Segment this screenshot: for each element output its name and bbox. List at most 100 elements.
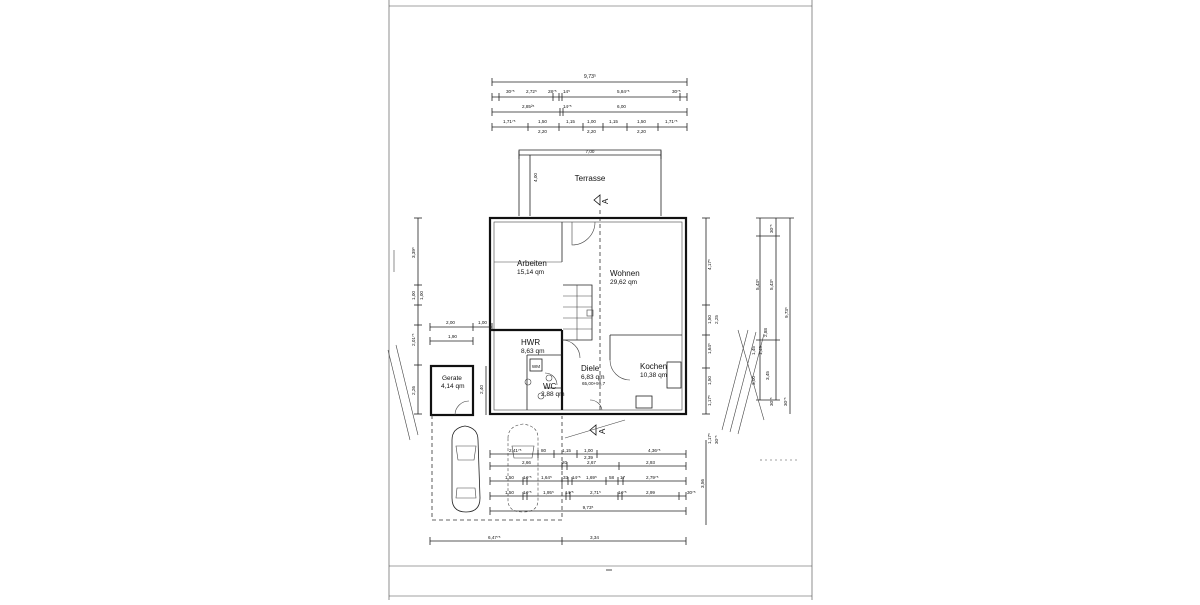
bottom-dimension-chains: 2,41⁷⁵ 80 1,15 1,00 4,36⁷⁵ 2,66 20 2,67 … <box>429 440 800 545</box>
dim-site-0: 6,47⁷⁵ <box>488 535 501 540</box>
wm-label: WM <box>532 364 540 369</box>
terrace-width: 7,00 <box>586 149 595 154</box>
section-marker-bottom-label: A <box>598 428 607 434</box>
dim-top-r3-1: 1,50 <box>538 119 547 124</box>
dim-bottom-r3-6: 58 <box>609 475 615 480</box>
dim-bottom-r4-6: 2,99 <box>646 490 655 495</box>
dim-left-1: 1,00 <box>411 291 416 300</box>
room-geraete-area: 4,14 qm <box>441 383 465 390</box>
dim-right-outer-7: 3,45 <box>765 371 770 380</box>
dim-bottom-r4-2: 1,95⁵ <box>543 490 554 495</box>
dim-bottom-side: 3,56 <box>700 479 705 488</box>
dim-bottom-r4-3: 14⁷⁵ <box>565 490 574 495</box>
dim-top-r2-0: 2,85²⁵ <box>522 104 534 109</box>
dim-left-4: 2,26 <box>411 386 416 395</box>
room-wohnen-area: 29,62 qm <box>610 279 637 286</box>
section-marker-bottom: A <box>564 419 626 439</box>
dim-left-2: 1,00 <box>419 291 424 300</box>
room-geraete-name: Gerate <box>442 375 462 382</box>
dim-top-r3-5: 1,50 <box>637 119 646 124</box>
dim-bottom-r4-1: 14⁷⁵ <box>523 490 532 495</box>
dim-bottom-r2-4: 2,93 <box>646 460 655 465</box>
dim-right-outer-1: 5,43⁵ <box>755 279 760 290</box>
room-hwr-area: 8,63 qm <box>521 348 545 355</box>
dim-right-outer-2: 5,43⁵ <box>769 279 774 290</box>
room-diele-note: 65,00+99,7 <box>582 381 606 386</box>
room-labels: Arbeiten 15,14 qm Wohnen 29,62 qm HWR 8,… <box>517 259 667 398</box>
dim-right-6: 1,17⁵ <box>707 433 712 444</box>
dim-top-r1-4: 5,84⁷⁵ <box>617 89 630 94</box>
dim-bottom-r4-7: 30⁷⁵ <box>687 490 696 495</box>
dim-bottom-r2-1: 20 <box>562 460 568 465</box>
terrace-label: Terrasse <box>575 174 606 183</box>
room-hwr-name: HWR <box>521 338 540 347</box>
dim-bottom-r3-7: 17 <box>620 475 626 480</box>
dim-right-outer-10: 30⁷⁵ <box>783 397 788 406</box>
dim-right-7: 30⁷⁵ <box>714 435 719 444</box>
shed-width: 2,00 <box>446 320 455 325</box>
shed-side: 1,00 <box>478 320 487 325</box>
dim-right-2: 2,25 <box>714 315 719 324</box>
dim-top-r3b-2: 2,20 <box>637 129 646 134</box>
dim-top-overall: 9,73⁵ <box>584 74 596 80</box>
dim-site-1: 3,34 <box>590 535 599 540</box>
dim-top-r1-2: 28⁷⁵ <box>548 89 557 94</box>
dim-right-outer-8: 3,00 <box>751 376 756 385</box>
dim-bottom-r3-5: 1,69⁵ <box>586 475 597 480</box>
dim-bottom-r1-1: 80 <box>541 448 547 453</box>
dim-right-3: 1,64⁵ <box>707 343 712 354</box>
dim-bottom-r1-2: 1,15 <box>562 448 571 453</box>
dim-top-r3-4: 1,15 <box>609 119 618 124</box>
shed-height: 2,40 <box>479 385 484 394</box>
dim-bottom-r2-2: 2,67 <box>587 460 596 465</box>
dim-bottom-overall: 9,73⁵ <box>583 505 594 510</box>
room-kochen-name: Kochen <box>640 362 667 371</box>
room-arbeiten-name: Arbeiten <box>517 259 547 268</box>
dim-right-5: 1,17⁵ <box>707 395 712 406</box>
dim-top-r3-2: 1,15 <box>566 119 575 124</box>
dim-right-outer-9: 30⁷⁵ <box>769 397 774 406</box>
dim-right-outer-6: 1,45 <box>758 346 763 355</box>
dim-bottom-r2-0: 2,66 <box>522 460 531 465</box>
dim-bottom-r3-4: 14⁷⁵ <box>572 475 581 480</box>
dim-top-r1-0: 30⁷⁵ <box>506 89 515 94</box>
dim-bottom-r3-8: 2,79⁷⁵ <box>646 475 659 480</box>
terrace-depth: 4,00 <box>533 173 538 182</box>
dim-right-0: 4,17⁵ <box>707 259 712 270</box>
section-marker-top: A <box>593 194 610 410</box>
dim-bottom-r3-3: 33 <box>563 475 569 480</box>
room-diele-name: Diele <box>581 364 600 373</box>
terrace: 7,00 4,00 Terrasse <box>518 149 662 216</box>
right-dimension-chains: 4,17⁵ 1,50 2,25 1,64⁵ 1,50 1,17⁵ 1,17⁵ 3… <box>702 217 794 444</box>
dim-bottom-r3-1: 14⁷⁵ <box>523 475 532 480</box>
dim-top-r3-6: 1,71⁷⁵ <box>665 119 678 124</box>
dim-right-outer-3: 9,73⁵ <box>784 307 789 318</box>
dim-bottom-r1-4: 4,36⁷⁵ <box>648 448 661 453</box>
room-wohnen-name: Wohnen <box>610 269 640 278</box>
dim-top-r1-5: 30⁷⁵ <box>672 89 681 94</box>
dim-bottom-r1-3: 1,00 <box>584 448 593 453</box>
dim-right-1: 1,50 <box>707 315 712 324</box>
dim-right-4: 1,50 <box>707 376 712 385</box>
dim-top-r1-1: 2,72⁵ <box>526 89 537 94</box>
dim-bottom-r3-2: 1,64⁵ <box>541 475 552 480</box>
dim-bottom-r4-4: 2,71⁵ <box>590 490 601 495</box>
dim-top-r2-2: 6,00 <box>617 104 626 109</box>
dim-bottom-r4-0: 1,50 <box>505 490 514 495</box>
dim-bottom-r1-0: 2,41⁷⁵ <box>509 448 522 453</box>
shed-inner: 1,90 <box>448 334 457 339</box>
room-arbeiten-area: 15,14 qm <box>517 269 544 276</box>
dim-top-r2-1: 14⁷⁵ <box>563 104 572 109</box>
top-dimension-chains: 9,73⁵ 30⁷⁵ 2,72⁵ 28⁷⁵ 14⁵ 5,84⁷⁵ 30⁷⁵ 2,… <box>491 74 688 134</box>
room-wc-name: WC <box>543 382 557 391</box>
section-marker-top-label: A <box>601 198 610 204</box>
dim-top-r3-0: 1,71⁷⁵ <box>503 119 516 124</box>
dim-top-r3-3: 1,00 <box>587 119 596 124</box>
house-walls: WM <box>488 216 688 416</box>
dim-bottom-r2-3: 2,39 <box>584 455 593 460</box>
dim-right-outer-0: 30⁷⁵ <box>769 224 774 233</box>
car-left <box>451 425 481 513</box>
dim-bottom-r3-0: 1,50 <box>505 475 514 480</box>
